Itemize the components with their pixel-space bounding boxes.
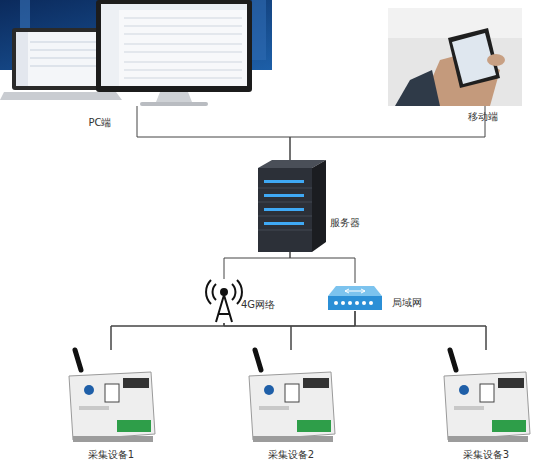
connector-line: [111, 311, 355, 350]
connector-line: [137, 106, 290, 160]
monitor-foot: [140, 102, 208, 106]
device-node: 采集设备2: [245, 350, 337, 442]
node-label: 移动端: [463, 111, 503, 123]
device-illustration: [444, 350, 530, 442]
laptop-screen: [16, 32, 104, 86]
laptop-table-lines: [30, 42, 100, 66]
network-node: 4G网络: [207, 279, 241, 323]
node-label: 采集设备3: [430, 449, 542, 461]
thumb: [487, 54, 505, 66]
device-node: 采集设备3: [440, 350, 532, 442]
switch-arrows: [345, 289, 365, 293]
connector-line: [224, 323, 486, 350]
switch-ports: [334, 301, 373, 305]
node-label: 采集设备1: [55, 449, 167, 461]
antenna-icon: [206, 280, 242, 322]
device-illustration: [249, 350, 335, 442]
device-illustration: [69, 350, 155, 442]
monitor-stand: [156, 92, 192, 102]
server-icon: [258, 160, 326, 252]
switch-front: [328, 296, 382, 310]
monitor-sidebar: [101, 10, 119, 86]
sleeve: [395, 70, 440, 106]
node-label: PC端: [80, 117, 120, 129]
laptop-frame: [12, 28, 108, 90]
connector-line: [291, 311, 355, 350]
laptop-base: [0, 92, 122, 100]
photo-background: [388, 8, 522, 106]
connector-line: [290, 106, 485, 160]
switch-top: [328, 286, 382, 296]
server-side: [312, 160, 326, 252]
connector-line: [355, 311, 486, 350]
mobile-node: 移动端: [388, 8, 522, 106]
monitor-toolbar: [101, 4, 247, 10]
connector-line: [111, 323, 224, 350]
photo-light: [388, 8, 522, 38]
server-node: 服务器: [253, 160, 327, 252]
city-building: [252, 0, 266, 60]
server-bays: [258, 188, 312, 230]
monitor-screen: [101, 4, 247, 86]
server-front: [258, 168, 312, 252]
device-node: 采集设备1: [65, 350, 157, 442]
pc-illustration: [0, 0, 272, 106]
connector-line: [224, 323, 291, 350]
node-label: 采集设备2: [235, 449, 347, 461]
laptop-sidebar: [16, 32, 28, 86]
switch-icon: [328, 286, 382, 310]
connector-line: [290, 252, 355, 283]
node-label: 服务器: [330, 217, 374, 229]
node-label: 局域网: [392, 297, 436, 309]
node-label: 4G网络: [241, 299, 291, 311]
monitor-frame: [96, 0, 252, 92]
city-building: [20, 0, 30, 30]
monitor-table-lines: [124, 18, 242, 78]
connector-line: [224, 252, 290, 279]
network-node: 局域网: [325, 283, 385, 311]
pc-node: PC端: [0, 0, 272, 106]
mobile-illustration: [388, 8, 522, 106]
